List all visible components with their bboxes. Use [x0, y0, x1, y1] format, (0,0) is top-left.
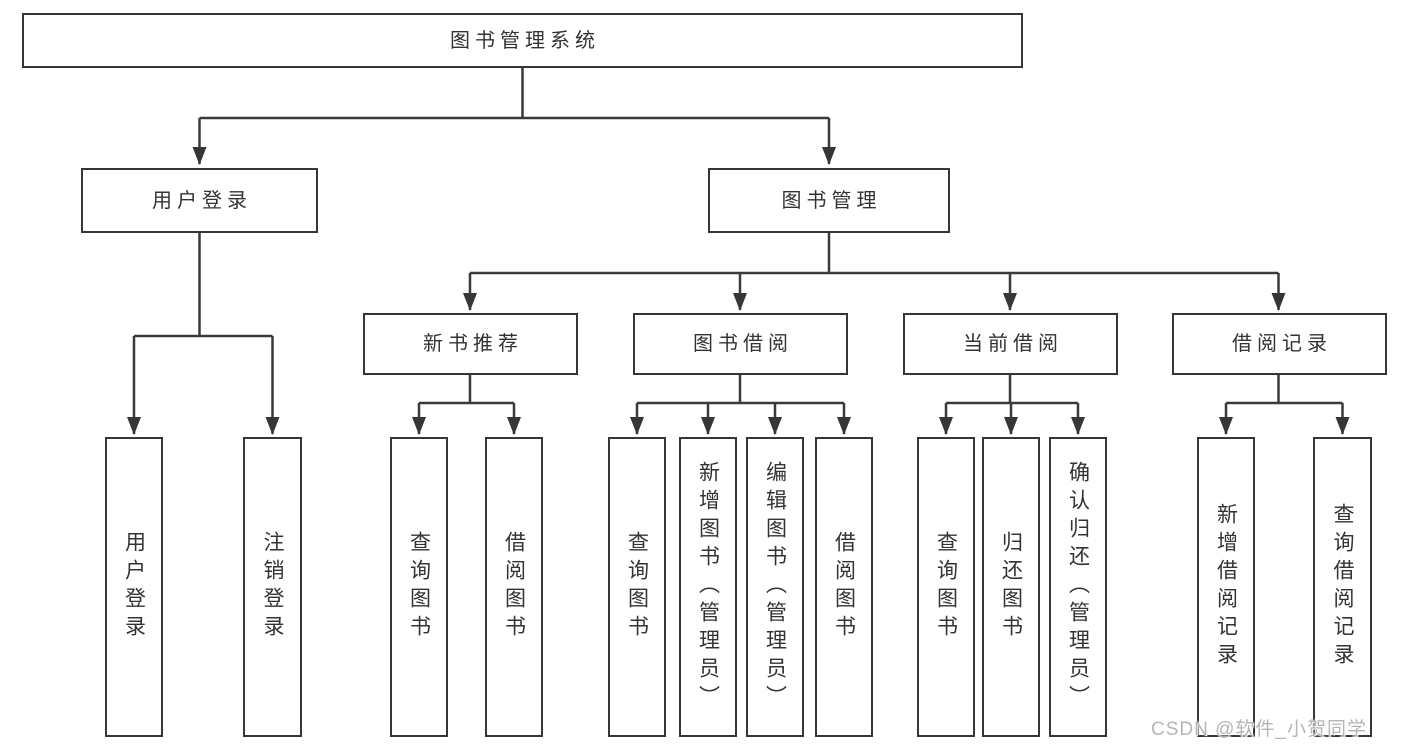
leaf-logout: 注销登录	[243, 437, 302, 737]
node-current-borrowing: 当前借阅	[903, 313, 1118, 375]
node-root: 图书管理系统	[22, 13, 1023, 68]
connector-trunks	[134, 66, 1343, 405]
leaf-edit-books-admin: 编辑图书（管理员）	[746, 437, 804, 737]
leaf-borrow-books-2: 借阅图书	[815, 437, 873, 737]
node-user-login: 用户登录	[81, 168, 318, 233]
leaf-confirm-return-admin: 确认归还（管理员）	[1049, 437, 1107, 737]
leaf-query-books-2: 查询图书	[608, 437, 666, 737]
node-borrowing-records: 借阅记录	[1172, 313, 1387, 375]
leaf-return-books: 归还图书	[982, 437, 1040, 737]
leaf-add-books-admin: 新增图书（管理员）	[679, 437, 737, 737]
leaf-user-login: 用户登录	[105, 437, 163, 737]
csdn-watermark: CSDN @软件_小贺同学	[1151, 719, 1367, 740]
node-book-management: 图书管理	[708, 168, 950, 233]
leaf-borrow-books-1: 借阅图书	[485, 437, 543, 737]
leaf-add-borrow-record: 新增借阅记录	[1197, 437, 1255, 737]
leaf-query-books-3: 查询图书	[917, 437, 975, 737]
leaf-query-books-1: 查询图书	[390, 437, 448, 737]
node-book-borrowing: 图书借阅	[633, 313, 848, 375]
node-new-book-recommend: 新书推荐	[363, 313, 578, 375]
leaf-query-borrow-record: 查询借阅记录	[1313, 437, 1372, 737]
